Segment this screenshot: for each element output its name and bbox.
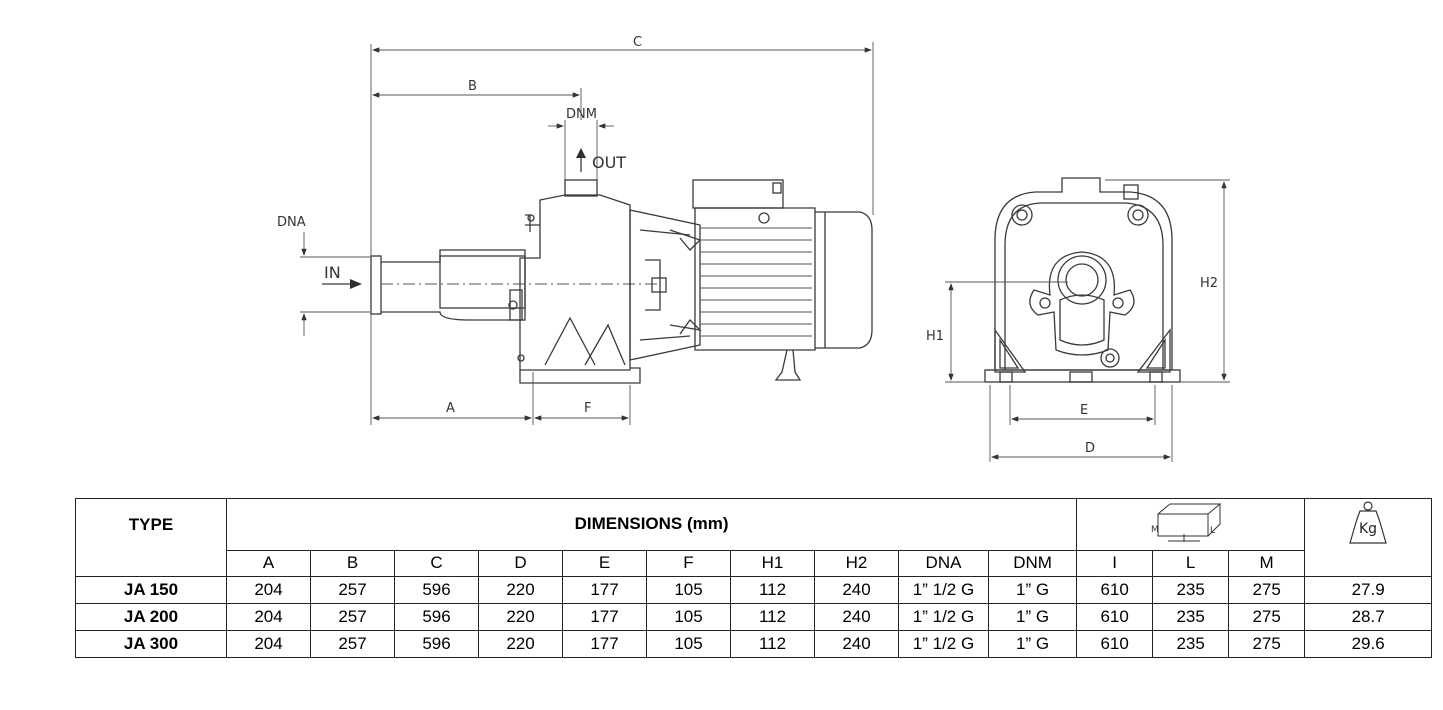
weight-icon-label: Kg — [1359, 521, 1377, 537]
cell-weight: 29.6 — [1304, 630, 1433, 658]
cell-h2: 240 — [814, 630, 899, 658]
package-label-l: L — [1210, 526, 1215, 536]
cell-a: 204 — [226, 630, 311, 658]
cell-dnm: 1” G — [987, 630, 1078, 658]
dimensions-header: DIMENSIONS (mm) — [225, 498, 1078, 551]
table-row: JA 300 204 257 596 220 177 105 112 240 1… — [75, 630, 1433, 658]
type-header-cont — [75, 550, 227, 577]
out-label: OUT — [592, 153, 626, 172]
weight-kg-icon: Kg — [1349, 501, 1387, 544]
dimensions-table: TYPE DIMENSIONS (mm) M L Kg A B C — [75, 498, 1433, 658]
cell-dna: 1” 1/2 G — [898, 576, 989, 604]
dim-label-h1: H1 — [926, 329, 944, 344]
package-label-m: M — [1151, 525, 1159, 535]
col-header-a: A — [226, 549, 311, 577]
cell-b: 257 — [310, 630, 395, 658]
col-header-m: M — [1228, 549, 1306, 577]
cell-l: 235 — [1152, 630, 1230, 658]
col-header-e: E — [562, 549, 647, 577]
cell-b: 257 — [310, 603, 395, 631]
cell-m: 275 — [1228, 630, 1306, 658]
dim-label-a: A — [446, 401, 455, 416]
dim-label-f: F — [584, 401, 591, 416]
cell-e: 177 — [562, 576, 647, 604]
cell-i: 610 — [1076, 603, 1154, 631]
dim-label-dna: DNA — [277, 215, 306, 230]
dim-label-c: C — [633, 35, 642, 50]
cell-dnm: 1” G — [987, 576, 1078, 604]
col-header-dnm: DNM — [987, 549, 1078, 577]
table-row: JA 150 204 257 596 220 177 105 112 240 1… — [75, 576, 1433, 604]
cell-i: 610 — [1076, 630, 1154, 658]
row-type: JA 200 — [75, 603, 227, 631]
col-header-b: B — [310, 549, 395, 577]
weight-header-cont — [1304, 550, 1433, 577]
col-header-l: L — [1152, 549, 1230, 577]
dim-label-d: D — [1085, 441, 1095, 456]
bolt-top-right — [1127, 204, 1149, 226]
cell-d: 220 — [478, 603, 563, 631]
cell-e: 177 — [562, 603, 647, 631]
package-dimensions-header: M L — [1076, 498, 1306, 550]
cell-e: 177 — [562, 630, 647, 658]
cell-dnm: 1” G — [987, 603, 1078, 631]
cell-dna: 1” 1/2 G — [898, 630, 989, 658]
cell-a: 204 — [226, 576, 311, 604]
cell-m: 275 — [1228, 603, 1306, 631]
bolt-bottom — [1100, 348, 1120, 368]
col-header-c: C — [394, 549, 479, 577]
row-type: JA 150 — [75, 576, 227, 604]
cell-l: 235 — [1152, 576, 1230, 604]
cell-h1: 112 — [730, 603, 815, 631]
col-header-f: F — [646, 549, 731, 577]
cell-h2: 240 — [814, 576, 899, 604]
col-header-d: D — [478, 549, 563, 577]
cell-weight: 27.9 — [1304, 576, 1433, 604]
dim-label-h2: H2 — [1200, 276, 1218, 291]
weight-header: Kg — [1304, 498, 1433, 550]
dim-label-dnm: DNM — [566, 107, 597, 122]
cell-d: 220 — [478, 576, 563, 604]
cell-weight: 28.7 — [1304, 603, 1433, 631]
cell-h2: 240 — [814, 603, 899, 631]
col-header-dna: DNA — [898, 549, 989, 577]
package-box-icon: M L — [1151, 503, 1222, 542]
cell-d: 220 — [478, 630, 563, 658]
col-header-h1: H1 — [730, 549, 815, 577]
cell-c: 596 — [394, 630, 479, 658]
cell-f: 105 — [646, 630, 731, 658]
col-header-i: I — [1076, 549, 1154, 577]
cell-f: 105 — [646, 603, 731, 631]
dim-label-b: B — [468, 79, 477, 94]
dim-label-e: E — [1080, 403, 1088, 418]
cell-a: 204 — [226, 603, 311, 631]
cell-c: 596 — [394, 576, 479, 604]
cell-dna: 1” 1/2 G — [898, 603, 989, 631]
col-header-h2: H2 — [814, 549, 899, 577]
cell-f: 105 — [646, 576, 731, 604]
cell-m: 275 — [1228, 576, 1306, 604]
cell-i: 610 — [1076, 576, 1154, 604]
cell-h1: 112 — [730, 630, 815, 658]
pump-dimension-drawing: C B DNM OUT DNA IN — [277, 35, 1230, 462]
cell-h1: 112 — [730, 576, 815, 604]
cell-c: 596 — [394, 603, 479, 631]
in-label: IN — [324, 263, 341, 282]
cell-l: 235 — [1152, 603, 1230, 631]
table-row: JA 200 204 257 596 220 177 105 112 240 1… — [75, 603, 1433, 631]
bolt-top-left — [1011, 204, 1033, 226]
cell-b: 257 — [310, 576, 395, 604]
row-type: JA 300 — [75, 630, 227, 658]
type-header: TYPE — [75, 498, 227, 550]
side-view: C B DNM OUT DNA IN — [277, 35, 874, 425]
front-view: H1 H2 E D — [926, 177, 1230, 462]
